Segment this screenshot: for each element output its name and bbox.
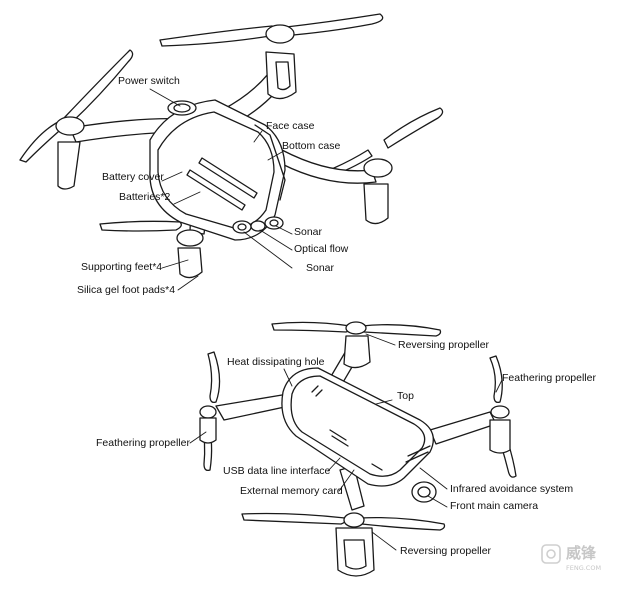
label-reversing-propeller-bottom: Reversing propeller xyxy=(400,545,492,557)
leader-lines xyxy=(149,88,503,551)
label-reversing-propeller-top: Reversing propeller xyxy=(398,339,490,351)
label-power-switch: Power switch xyxy=(118,75,180,87)
label-heat-dissipating-hole: Heat dissipating hole xyxy=(227,356,325,368)
label-external-memory-card: External memory card xyxy=(240,485,343,497)
label-supporting-feet: Supporting feet*4 xyxy=(81,261,163,273)
label-optical-flow: Optical flow xyxy=(294,243,349,255)
label-battery-cover: Battery cover xyxy=(102,171,164,183)
label-sonar-2: Sonar xyxy=(306,262,335,274)
drone-underside-illustration xyxy=(19,13,444,279)
label-infrared-avoidance: Infrared avoidance system xyxy=(450,483,574,495)
label-feathering-propeller-right: Feathering propeller xyxy=(502,372,596,384)
label-top: Top xyxy=(397,390,414,402)
motor-pods-bottom-figure xyxy=(199,321,511,577)
watermark-logo-text: 威锋 xyxy=(566,544,597,562)
motor-pods-top-figure xyxy=(55,24,393,279)
watermark-sub-text: FENG.COM xyxy=(566,564,602,572)
label-bottom-case: Bottom case xyxy=(282,140,341,152)
watermark-logo-icon xyxy=(541,544,561,564)
label-sonar-1: Sonar xyxy=(294,226,323,238)
label-feathering-propeller-left: Feathering propeller xyxy=(96,437,190,449)
label-usb-interface: USB data line interface xyxy=(223,465,331,477)
label-batteries: Batteries*2 xyxy=(119,191,171,203)
drone-top-illustration xyxy=(199,321,517,577)
label-face-case: Face case xyxy=(266,120,315,132)
label-front-main-camera: Front main camera xyxy=(450,500,539,512)
label-silica-gel-pads: Silica gel foot pads*4 xyxy=(77,284,176,296)
